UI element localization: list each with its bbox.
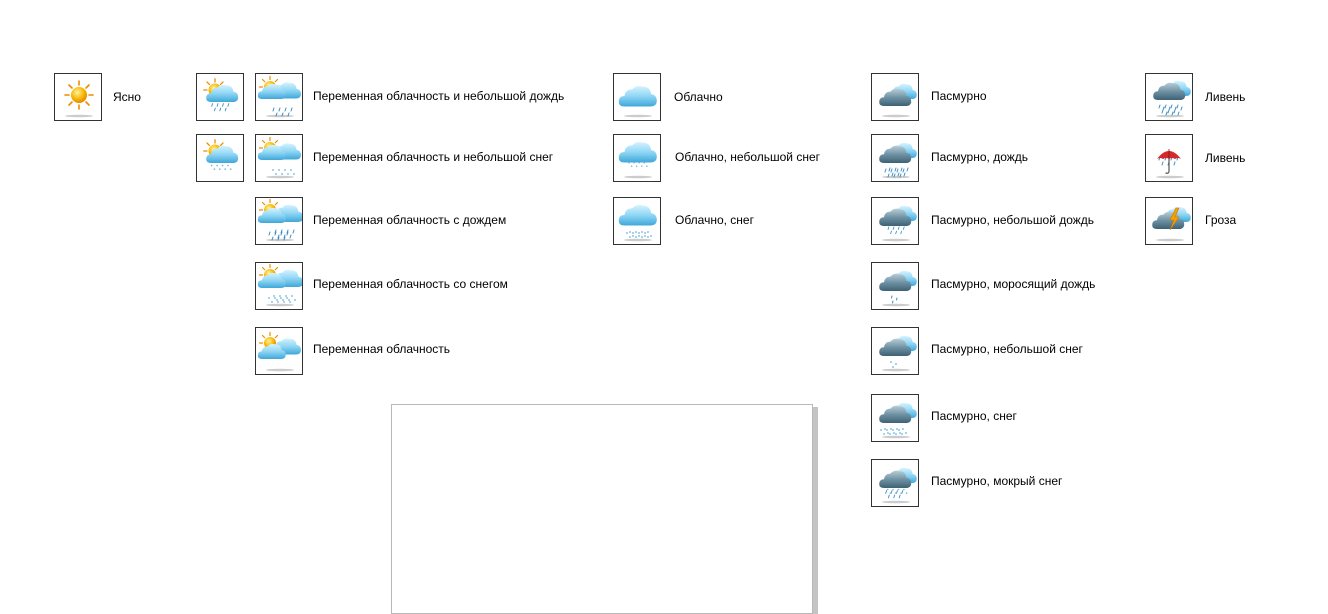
label-partly-snow: Переменная облачность со снегом [313,277,508,291]
partly-rain-tile [255,197,303,245]
overcast-rain-tile [871,134,919,182]
thunderstorm-tile [1145,197,1193,245]
label-overcast-light-snow: Пасмурно, небольшой снег [931,342,1083,356]
cloudy-tile [613,73,661,121]
dark-cloud-icon [879,83,917,118]
partly-cloudy-icon [257,75,301,118]
label-shower-umbrella: Ливень [1205,151,1246,165]
partly-light-snow-small-tile [196,134,244,182]
label-overcast-rain: Пасмурно, дождь [931,150,1029,164]
umbrella-icon [1156,149,1184,179]
overcast-light-snow-tile [871,327,919,375]
partly-cloudy-icon [203,78,239,112]
dark-cloud-icon [879,205,917,242]
cloud-icon [618,86,657,118]
partly-light-snow-tile [255,134,303,182]
shower-umbrella-tile [1145,134,1193,182]
dark-cloud-icon [879,142,917,179]
dark-cloud-icon [879,270,917,307]
sun-icon [64,80,94,118]
partly-light-rain-small-tile [196,73,244,121]
label-partly-light-rain: Переменная облачность и небольшой дождь [313,89,565,103]
partly-cloudy-icon [257,136,301,179]
dark-cloud-icon [879,335,917,372]
label-overcast-sleet: Пасмурно, мокрый снег [931,474,1063,488]
label-overcast: Пасмурно [931,89,987,103]
label-overcast-snow: Пасмурно, снег [931,409,1017,423]
label-overcast-drizzle: Пасмурно, моросящий дождь [931,277,1096,291]
lightning-icon [1152,206,1191,242]
label-thunderstorm: Гроза [1205,213,1237,227]
overcast-light-rain-tile [871,197,919,245]
partly-tile [255,327,303,375]
label-partly: Переменная облачность [313,342,451,356]
partly-cloudy-icon [257,331,301,372]
overcast-sleet-tile [871,459,919,507]
label-cloudy: Облачно [674,90,723,104]
label-clear: Ясно [113,90,141,104]
partly-cloudy-icon [203,139,239,170]
overcast-drizzle-tile [871,262,919,310]
dark-cloud-icon [879,467,917,504]
label-cloudy-snow: Облачно, снег [675,213,754,227]
cloudy-light-snow-tile [613,134,661,182]
label-shower: Ливень [1205,90,1246,104]
partly-snow-tile [255,262,303,310]
blank-panel [391,404,813,614]
label-partly-rain: Переменная облачность с дождем [313,213,507,227]
partly-cloudy-icon [257,198,302,242]
overcast-snow-tile [871,394,919,442]
label-overcast-light-rain: Пасмурно, небольшой дождь [931,213,1095,227]
cloudy-snow-tile [613,197,661,245]
clear-tile [54,73,102,121]
cloud-icon [618,142,657,179]
dark-cloud-icon [1153,80,1191,118]
partly-light-rain-tile [255,73,303,121]
label-partly-light-snow: Переменная облачность и небольшой снег [313,150,554,164]
dark-cloud-icon [879,402,917,439]
label-cloudy-light-snow: Облачно, небольшой снег [675,150,821,164]
overcast-tile [871,73,919,121]
partly-cloudy-icon [257,263,302,307]
cloud-icon [618,205,657,242]
shower-tile [1145,73,1193,121]
